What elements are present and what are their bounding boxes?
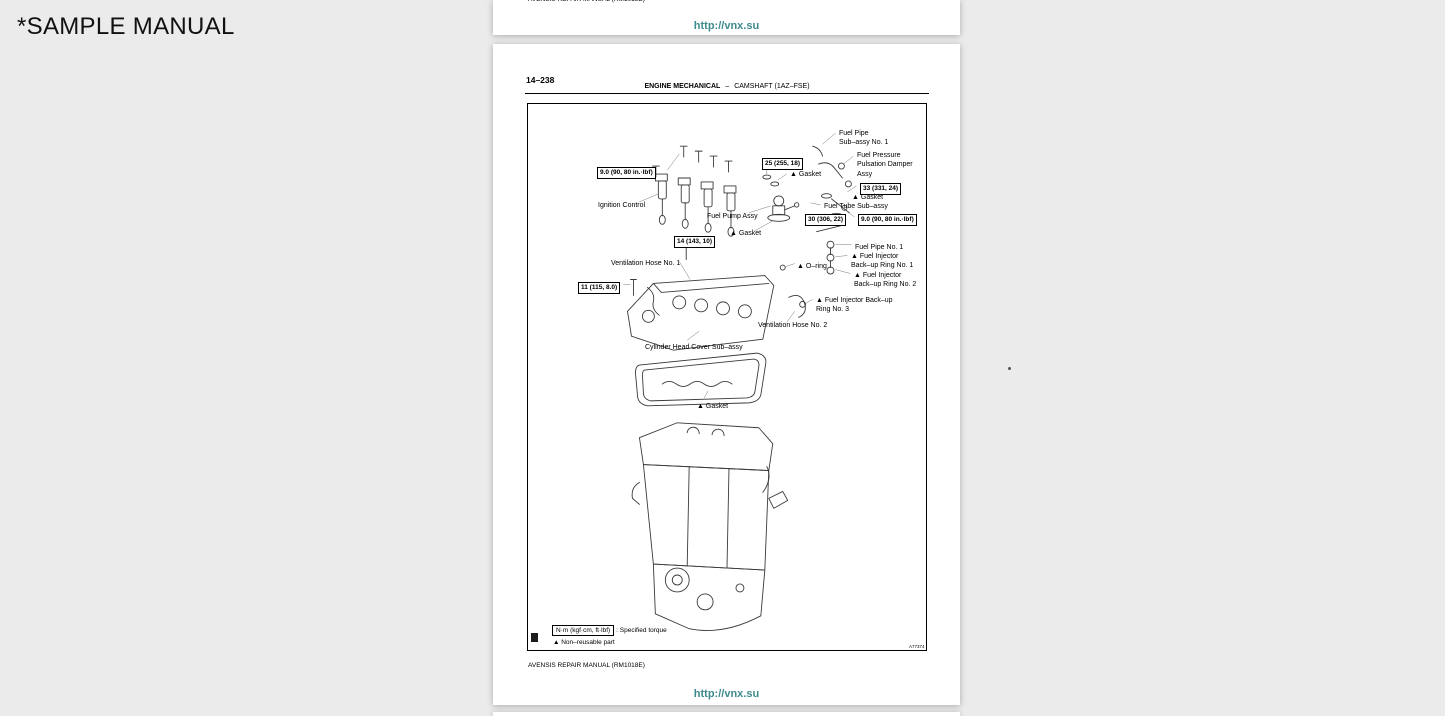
ventilation-hose-1-part <box>646 287 660 316</box>
subsection-title: CAMSHAFT (1AZ–FSE) <box>734 83 810 90</box>
print-mark <box>531 633 538 642</box>
torque-box-33: 33 (331, 24) <box>860 183 902 195</box>
section-header: ENGINE MECHANICAL–CAMSHAFT (1AZ–FSE) <box>525 83 929 94</box>
stray-dot <box>1008 367 1011 370</box>
label-fuel-injector-ring2: ▲ Fuel Injector Back–up Ring No. 2 <box>854 272 917 289</box>
label-fuel-pressure-damper: Fuel Pressure Pulsation Damper Assy <box>857 152 913 178</box>
section-separator: – <box>725 83 730 90</box>
legend-torque-text: : Specified torque <box>616 627 667 634</box>
site-link-top[interactable]: http://vnx.su <box>693 20 760 32</box>
legend-non-reusable: ▲ Non–reusable part <box>553 639 615 646</box>
label-gasket-4: ▲ Gasket <box>697 403 729 410</box>
engine-block <box>631 422 789 631</box>
label-ventilation-hose-2: Ventilation Hose No. 2 <box>758 322 828 329</box>
exploded-diagram-frame: 25 (255, 18) 33 (331, 24) 9.0 (90, 80 in… <box>527 103 927 651</box>
ventilation-hose-2-part <box>788 294 806 318</box>
previous-page-slice: AVENSIS REPAIR MANUAL (RM1018E) http://v… <box>493 0 960 35</box>
label-gasket-3: ▲ Gasket <box>730 230 762 237</box>
label-fuel-injector-ring3: ▲ Fuel Injector Back–up Ring No. 3 <box>816 297 893 314</box>
torque-box-30: 30 (306, 22) <box>805 214 847 226</box>
label-cylinder-head-cover: Cylinder Head Cover Sub–assy <box>645 344 743 351</box>
label-gasket-2: ▲ Gasket <box>852 194 884 201</box>
valve-cover <box>627 275 775 351</box>
leader-lines <box>623 133 857 399</box>
engine-exploded-view <box>623 133 857 631</box>
label-fuel-tube-sub-assy: Fuel Tube Sub–assy <box>824 203 888 210</box>
site-link-bottom[interactable]: http://vnx.su <box>693 688 760 700</box>
torque-box-14: 14 (143, 10) <box>674 236 716 248</box>
page-number: 14–238 <box>526 75 555 85</box>
label-fuel-injector-ring1: ▲ Fuel Injector Back–up Ring No. 1 <box>851 253 914 270</box>
head-cover-gasket <box>635 352 767 407</box>
coil-bolts <box>651 145 733 178</box>
label-ignition-control: Ignition Control <box>598 202 646 209</box>
legend-torque: N·m (kgf·cm, ft·lbf) : Specified torque <box>552 625 667 636</box>
label-fuel-pipe-sub-assy: Fuel Pipe Sub–assy No. 1 <box>839 130 889 147</box>
torque-box-25: 25 (255, 18) <box>762 158 804 170</box>
torque-box-11: 11 (115, 8.0) <box>578 282 621 294</box>
torque-box-90a: 9.0 (90, 80 in.·lbf) <box>597 167 656 179</box>
sample-watermark: *SAMPLE MANUAL <box>17 13 235 40</box>
page-footer: AVENSIS REPAIR MANUAL (RM1018E) <box>528 662 645 669</box>
label-gasket-1: ▲ Gasket <box>790 171 822 178</box>
label-fuel-pipe-no1: Fuel Pipe No. 1 <box>855 244 904 251</box>
next-page-slice <box>493 712 960 716</box>
fuel-tube-parts <box>812 145 852 233</box>
label-ventilation-hose-1: Ventilation Hose No. 1 <box>611 260 681 267</box>
label-o-ring: ▲ O–ring <box>797 263 827 270</box>
label-fuel-pump-assy: Fuel Pump Assy <box>707 213 758 220</box>
previous-page-footer: AVENSIS REPAIR MANUAL (RM1018E) <box>528 0 645 3</box>
fuel-injector-parts <box>779 240 835 308</box>
torque-box-90b: 9.0 (90, 80 in.·lbf) <box>858 214 917 226</box>
section-title: ENGINE MECHANICAL <box>644 83 721 90</box>
figure-code: A77374 <box>909 644 925 649</box>
fuel-pump <box>762 174 800 222</box>
small-bolts <box>630 241 690 296</box>
legend-torque-box: N·m (kgf·cm, ft·lbf) <box>552 625 615 636</box>
manual-page: 14–238 ENGINE MECHANICAL–CAMSHAFT (1AZ–F… <box>493 44 960 705</box>
ignition-coils <box>654 173 737 237</box>
